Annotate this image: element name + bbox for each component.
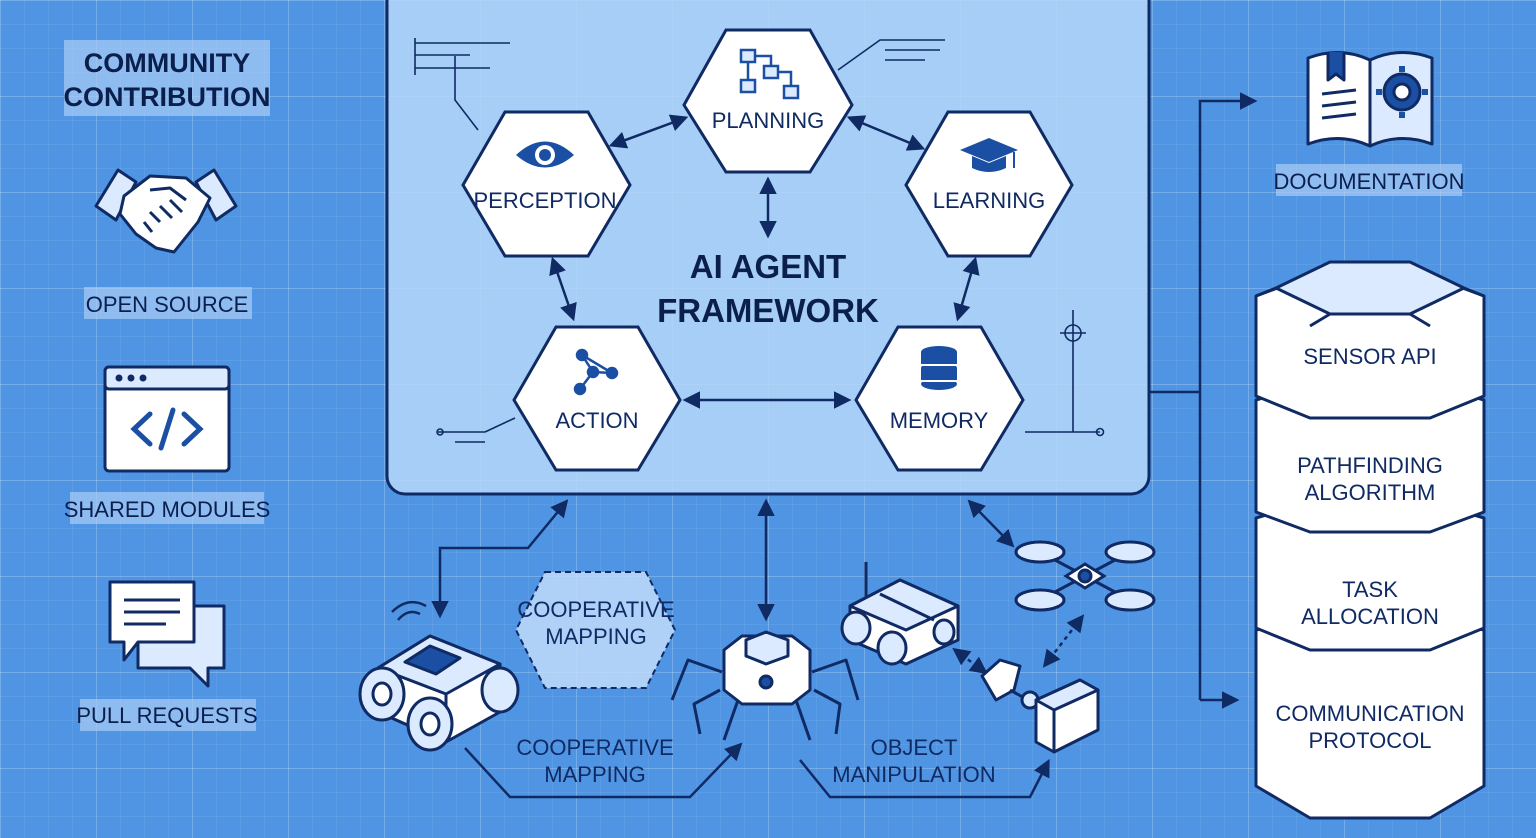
documentation-label-bg	[1276, 164, 1462, 196]
community-title-line2: CONTRIBUTION	[64, 82, 271, 112]
layer-comm-line1: COMMUNICATION	[1275, 701, 1464, 726]
flowchart-icon	[739, 48, 800, 100]
layer-pathfinding-line1: PATHFINDING	[1297, 453, 1443, 478]
spider-robot	[670, 630, 860, 741]
network-nodes-icon	[573, 348, 619, 396]
shared-modules-label: SHARED MODULES	[64, 497, 271, 522]
community-title-bg	[64, 40, 270, 116]
badge-line2: MAPPING	[545, 624, 646, 649]
bottom-label-2-line1: OBJECT	[871, 735, 958, 760]
learning-label: LEARNING	[933, 188, 1045, 213]
blueprint-marks	[414, 38, 1105, 443]
documentation-label: DOCUMENTATION	[1273, 169, 1464, 194]
hex-memory[interactable]: MEMORY	[854, 325, 1025, 472]
hex-perception[interactable]: PERCEPTION	[461, 110, 632, 258]
code-window-icon	[103, 365, 231, 473]
shared-modules-label-bg	[70, 492, 264, 524]
framework-title-line2: FRAMEWORK	[657, 292, 879, 329]
robot-arm	[980, 658, 1100, 754]
framework-arrows	[549, 114, 980, 409]
action-label: ACTION	[555, 408, 638, 433]
eye-icon	[516, 141, 574, 168]
layer-sensor-api-label: SENSOR API	[1303, 344, 1436, 369]
framework-title-line1: AI AGENT	[690, 248, 846, 285]
community-title-line1: COMMUNITY	[84, 48, 250, 78]
badge-line1: COOPERATIVE	[517, 597, 674, 622]
right-connectors	[1149, 92, 1258, 709]
planning-label: PLANNING	[712, 108, 824, 133]
graduation-cap-icon	[960, 138, 1018, 172]
open-source-label-bg	[84, 287, 252, 319]
perception-label: PERCEPTION	[473, 188, 616, 213]
bottom-label-1-line1: COOPERATIVE	[516, 735, 673, 760]
wheeled-robot	[840, 562, 960, 666]
layer-task-line2: ALLOCATION	[1301, 604, 1439, 629]
handshake-icon	[94, 168, 238, 254]
layer-comm-line2: PROTOCOL	[1308, 728, 1431, 753]
rover-robot	[358, 600, 520, 752]
bottom-label-2-line2: MANIPULATION	[832, 762, 995, 787]
memory-label: MEMORY	[890, 408, 989, 433]
pull-requests-label-bg	[80, 699, 256, 731]
robot-arrows	[431, 498, 1085, 799]
hex-planning[interactable]: PLANNING	[682, 28, 854, 174]
layer-task-line1: TASK	[1342, 577, 1398, 602]
pull-requests-label: PULL REQUESTS	[76, 703, 257, 728]
hex-learning[interactable]: LEARNING	[904, 110, 1074, 258]
hex-action[interactable]: ACTION	[512, 325, 682, 472]
open-source-label: OPEN SOURCE	[86, 292, 249, 317]
layer-pathfinding-line2: ALGORITHM	[1305, 480, 1436, 505]
chat-bubbles-icon	[108, 580, 226, 688]
drone-robot	[1014, 540, 1156, 612]
bottom-label-1-line2: MAPPING	[544, 762, 645, 787]
database-icon	[921, 346, 957, 390]
layer-stack	[1254, 260, 1486, 820]
cooperative-mapping-badge	[514, 571, 677, 689]
book-gear-icon	[1306, 50, 1434, 148]
